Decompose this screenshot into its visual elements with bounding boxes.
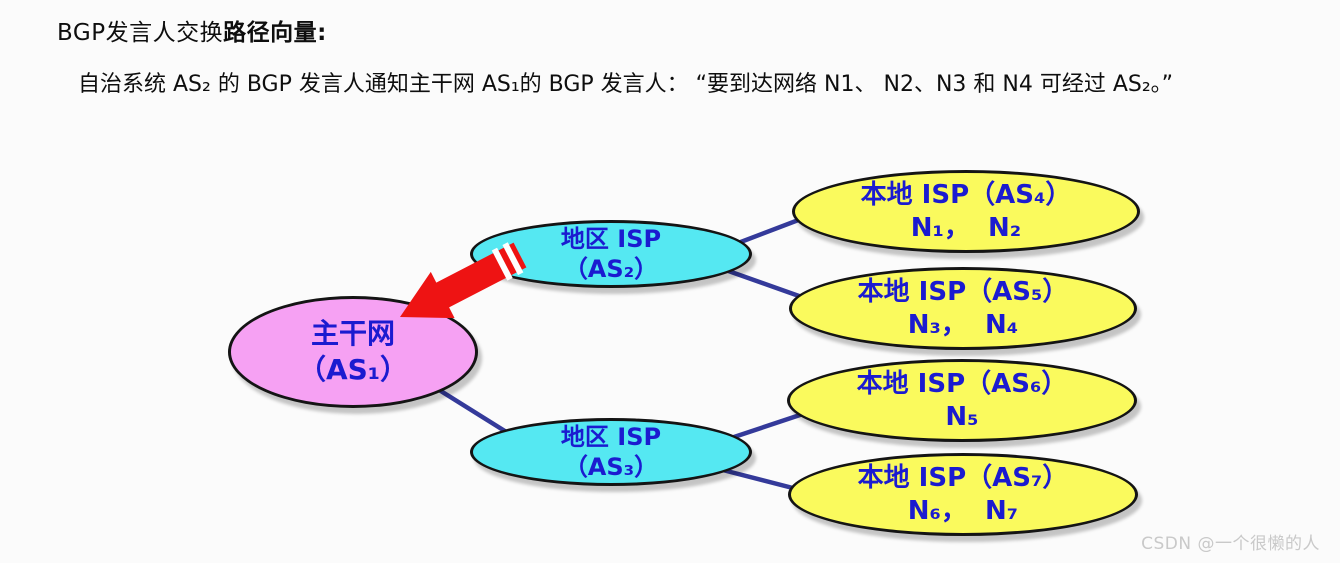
- page-title-regular: BGP发言人交换: [57, 20, 224, 46]
- watermark: CSDN @一个很懒的人: [1141, 534, 1320, 554]
- node-regional-isp-as3: 地区 ISP （AS₃）: [470, 418, 752, 486]
- node-sublabel: （AS₁）: [297, 353, 409, 386]
- node-backbone-as1: 主干网 （AS₁）: [228, 296, 478, 408]
- node-label: 本地 ISP（AS₅）: [857, 277, 1069, 307]
- node-networks: N₃， N₄: [907, 309, 1019, 340]
- node-label: 本地 ISP（AS₆）: [856, 369, 1068, 399]
- node-label: 本地 ISP（AS₄）: [860, 180, 1072, 210]
- node-label: 本地 ISP（AS₇）: [857, 463, 1069, 493]
- node-local-isp-as5: 本地 ISP（AS₅） N₃， N₄: [789, 267, 1137, 350]
- node-label: 地区 ISP: [560, 423, 662, 451]
- page-title: BGP发言人交换路径向量:: [57, 13, 327, 47]
- node-local-isp-as4: 本地 ISP（AS₄） N₁， N₂: [792, 170, 1140, 253]
- node-regional-isp-as2: 地区 ISP （AS₂）: [470, 220, 752, 288]
- node-networks: N₁， N₂: [910, 212, 1022, 243]
- node-local-isp-as6: 本地 ISP（AS₆） N₅: [787, 359, 1137, 442]
- node-label: 地区 ISP: [560, 225, 662, 253]
- node-sublabel: （AS₂）: [563, 255, 659, 283]
- subtitle-text: 自治系统 AS₂ 的 BGP 发言人通知主干网 AS₁的 BGP 发言人： “要…: [78, 72, 1174, 97]
- node-sublabel: （AS₃）: [563, 453, 659, 481]
- node-local-isp-as7: 本地 ISP（AS₇） N₆， N₇: [788, 453, 1138, 536]
- node-networks: N₅: [945, 401, 979, 432]
- page-title-bold: 路径向量:: [223, 20, 327, 46]
- node-label: 主干网: [310, 316, 395, 350]
- node-networks: N₆， N₇: [907, 495, 1019, 526]
